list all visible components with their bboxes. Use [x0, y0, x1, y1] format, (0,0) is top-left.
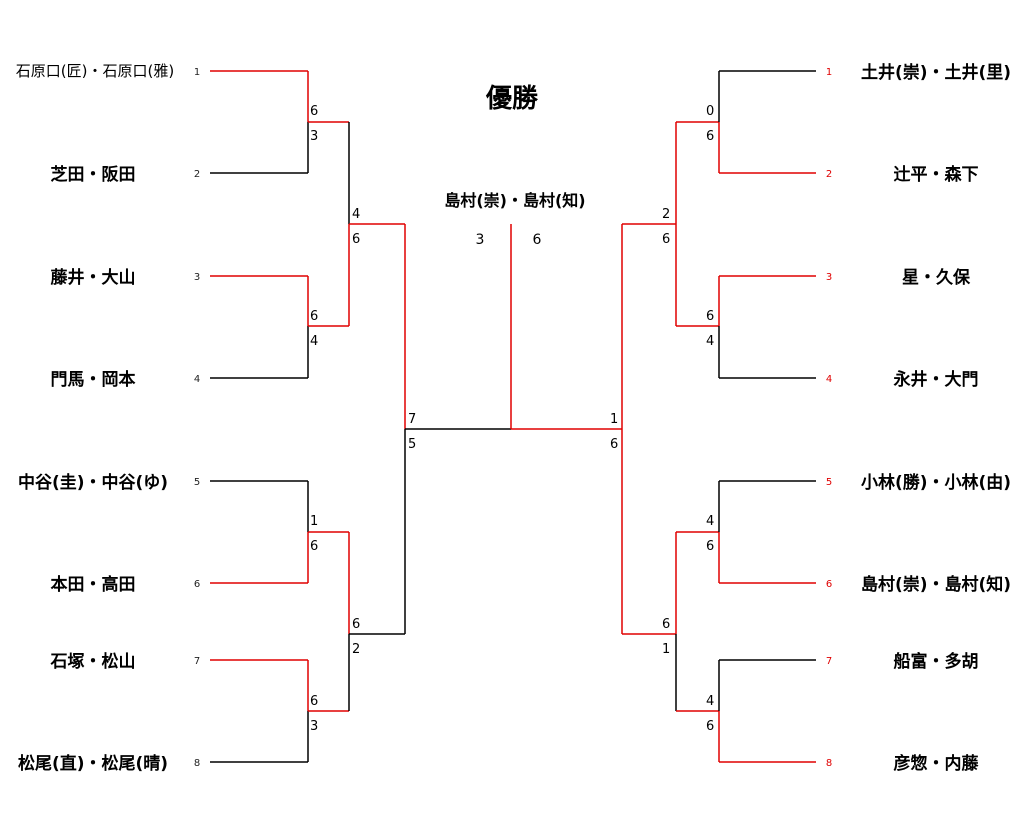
left-player-3-name: 藤井・大山 [51, 267, 136, 288]
bracket-title: 優勝 [485, 84, 539, 114]
right-player-2-seed: 2 [826, 169, 832, 180]
champion-name: 島村(崇)・島村(知) [444, 191, 585, 210]
left-r2-m1-score-bottom: 6 [352, 232, 360, 247]
right-r1-m1-score-top: 0 [706, 104, 714, 119]
right-r1-m2-score-top: 6 [706, 309, 714, 324]
right-semi-score-top: 1 [610, 412, 618, 427]
left-player-7-seed: 7 [194, 656, 200, 667]
left-r1-m1-score-top: 6 [310, 104, 318, 119]
right-r1-m3-score-bottom: 6 [706, 539, 714, 554]
final-score-right: 6 [533, 232, 542, 248]
right-player-3-seed: 3 [826, 272, 832, 283]
left-player-2-name: 芝田・阪田 [51, 164, 136, 185]
left-r1-m4-score-bottom: 3 [310, 719, 318, 734]
left-player-3-seed: 3 [194, 272, 200, 283]
left-player-6-name: 本田・高田 [51, 574, 136, 595]
left-player-8-name: 松尾(直)・松尾(晴) [18, 753, 168, 774]
right-player-4-seed: 4 [826, 374, 832, 385]
left-player-1-name: 石原口(匠)・石原口(雅) [16, 62, 174, 80]
right-r1-m3-score-top: 4 [706, 514, 714, 529]
right-r2-m2-score-bottom: 1 [662, 642, 670, 657]
right-player-2-name: 辻平・森下 [894, 164, 979, 185]
right-player-4-name: 永井・大門 [893, 369, 979, 390]
left-r2-m2-score-bottom: 2 [352, 642, 360, 657]
left-r1-m3-score-bottom: 6 [310, 539, 318, 554]
left-r2-m2-score-top: 6 [352, 617, 360, 632]
right-player-7-seed: 7 [826, 656, 832, 667]
right-player-5-name: 小林(勝)・小林(由) [861, 472, 1011, 493]
left-player-4-name: 門馬・岡本 [51, 369, 136, 390]
right-r1-m1-score-bottom: 6 [706, 129, 714, 144]
right-player-1-seed: 1 [826, 67, 832, 78]
left-player-5-seed: 5 [194, 477, 200, 488]
right-r1-m4-score-bottom: 6 [706, 719, 714, 734]
left-r1-m1-score-bottom: 3 [310, 129, 318, 144]
left-player-6-seed: 6 [194, 579, 200, 590]
right-r2-m1-score-bottom: 6 [662, 232, 670, 247]
right-player-7-name: 船富・多胡 [894, 651, 979, 672]
right-player-8-name: 彦惣・内藤 [894, 753, 980, 774]
left-r1-m3-score-top: 1 [310, 514, 318, 529]
left-player-4-seed: 4 [194, 374, 200, 385]
right-semi-score-bottom: 6 [610, 437, 618, 452]
right-player-6-seed: 6 [826, 579, 832, 590]
right-r1-m4-score-top: 4 [706, 694, 714, 709]
left-semi-score-bottom: 5 [408, 437, 416, 452]
right-player-8-seed: 8 [826, 758, 832, 769]
left-player-8-seed: 8 [194, 758, 200, 769]
left-r1-m4-score-top: 6 [310, 694, 318, 709]
left-player-1-seed: 1 [194, 67, 200, 78]
right-r2-m1-score-top: 2 [662, 207, 670, 222]
left-player-2-seed: 2 [194, 169, 200, 180]
left-player-7-name: 石塚・松山 [50, 651, 136, 672]
left-semi-score-top: 7 [408, 412, 416, 427]
right-player-5-seed: 5 [826, 477, 832, 488]
right-r2-m2-score-top: 6 [662, 617, 670, 632]
left-r1-m2-score-top: 6 [310, 309, 318, 324]
right-player-3-name: 星・久保 [902, 267, 971, 288]
right-r1-m2-score-bottom: 4 [706, 334, 714, 349]
left-r2-m1-score-top: 4 [352, 207, 360, 222]
right-player-1-name: 土井(崇)・土井(里) [861, 62, 1011, 83]
left-player-5-name: 中谷(圭)・中谷(ゆ) [18, 472, 168, 493]
final-score-left: 3 [476, 232, 485, 248]
right-player-6-name: 島村(崇)・島村(知) [861, 574, 1011, 595]
left-r1-m2-score-bottom: 4 [310, 334, 318, 349]
